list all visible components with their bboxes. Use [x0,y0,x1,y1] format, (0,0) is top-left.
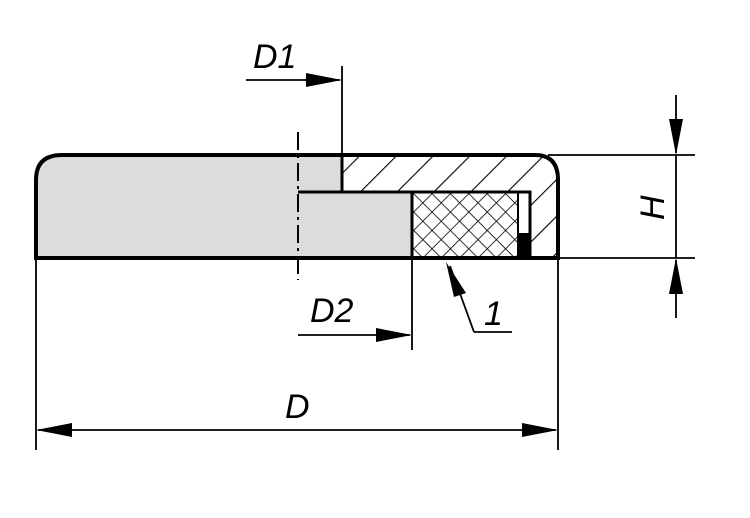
d-arrowhead-right [522,423,558,437]
h-label: H [634,195,672,220]
d1-label: D1 [253,38,296,76]
d1-arrowhead [306,73,342,87]
d-label: D [285,388,310,426]
cup-section-hatched [342,155,558,258]
seal-block [519,233,530,258]
d-arrowhead-left [36,423,72,437]
d2-arrowhead [376,328,412,342]
item-leader-arrowhead [446,262,466,297]
cavity-outline [298,190,532,258]
d2-label: D2 [310,292,354,330]
h-arrowhead-top [669,119,683,155]
item-label: 1 [484,295,503,333]
magnet-core [298,192,412,258]
housing-outline [34,153,560,260]
h-arrowhead-bottom [669,258,683,294]
rubber-ring-crosshatched [412,192,518,258]
housing-body [36,155,342,258]
